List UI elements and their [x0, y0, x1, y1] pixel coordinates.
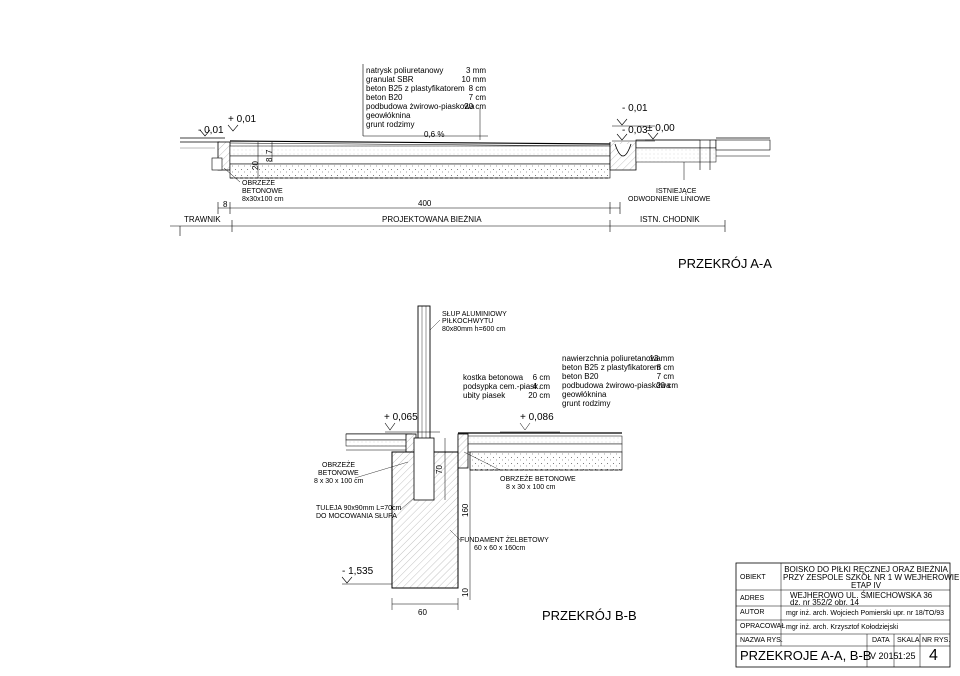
tb-skala-value: 1:25 [898, 651, 916, 661]
layer-a-name-1: natrysk poliuretanowy [366, 66, 444, 75]
tb-obiekt-value-3: ETAP IV [851, 581, 881, 590]
layer-a-name-4: beton B20 [366, 93, 403, 102]
tb-opracowal-value: mgr inż. arch. Krzysztof Kołodziejski [786, 624, 899, 631]
tb-nr-label: NR RYS. [922, 637, 951, 644]
section-a-drawing [170, 64, 771, 236]
post-line3: 80x80mm h=600 cm [442, 326, 506, 333]
curb-a-line1: OBRZEŻE [242, 180, 276, 187]
tb-nr-value: 4 [929, 647, 938, 664]
title-block-frame [735, 562, 951, 668]
paving-thick-2: 4 cm [532, 382, 550, 391]
existing-drain-line2: ODWODNIENIE LINIOWE [628, 196, 711, 203]
dim-a-7: 7 [265, 149, 274, 154]
tb-data-value: V 2015 [870, 651, 899, 661]
dim-a-8: 8 [265, 157, 274, 162]
surface-thick-2: 8 cm [656, 363, 674, 372]
sleeve-line1: TULEJA 90x90mm L=70cm [316, 505, 402, 512]
layer-a-thick-3: 8 cm [468, 84, 486, 93]
tb-adres-value-1: WEJHEROWO UL. ŚMIECHOWSKA 36 [790, 591, 933, 600]
layer-a-name-7: grunt rodzimy [366, 120, 415, 129]
dim-b-160: 160 [461, 503, 470, 517]
paving-thick-1: 6 cm [532, 373, 550, 382]
curb-b-left-line1: OBRZEŻE [322, 462, 356, 469]
level-a-right-b: - 0,03 [622, 125, 648, 136]
layer-a-thick-4: 7 cm [468, 93, 486, 102]
curb-a-line3: 8x30x100 cm [242, 196, 284, 203]
level-a-right-a: - 0,01 [622, 103, 648, 114]
surface-thick-3: 7 cm [656, 372, 674, 381]
level-b-left: + 0,065 [384, 412, 418, 423]
tb-nazwa-label: NAZWA RYS. [740, 637, 783, 644]
layer-a-name-2: granulat SBR [366, 75, 414, 84]
paving-name-3: ubity piasek [463, 391, 506, 400]
paving-thick-3: 20 cm [528, 391, 550, 400]
surface-thick-1: 13 mm [649, 354, 674, 363]
section-b-title: PRZEKRÓJ B-B [542, 608, 637, 623]
slope-label: 0,6 % [424, 130, 445, 139]
section-a-title: PRZEKRÓJ A-A [678, 256, 772, 271]
layer-a-thick-2: 10 mm [461, 75, 486, 84]
layer-a-name-3: beton B25 z plastyfikatorem [366, 84, 465, 93]
tb-data-label: DATA [872, 637, 890, 644]
zone-path: ISTN. CHODNIK [640, 215, 700, 224]
surface-name-3: beton B20 [562, 372, 599, 381]
surface-thick-4: 20 cm [656, 381, 678, 390]
surface-name-2: beton B25 z plastyfikatorem [562, 363, 661, 372]
tb-adres-value-2: dz. nr 352/2 obr. 14 [790, 598, 859, 607]
surface-name-4: podbudowa żwirowo-piaskowa [562, 381, 671, 390]
tb-obiekt-label: OBIEKT [740, 574, 766, 581]
surface-name-5: geowłóknina [562, 390, 607, 399]
layer-a-thick-5: 20 cm [464, 102, 486, 111]
tb-autor-value: mgr inż. arch. Wojciech Pomierski upr. n… [786, 610, 945, 617]
level-a-left-low: - 0,01 [198, 125, 224, 136]
curb-b-left-line3: 8 x 30 x 100 cm [314, 478, 364, 485]
dim-a-20: 20 [251, 161, 260, 170]
dim-b-70: 70 [435, 465, 444, 474]
curb-b-left-line2: BETONOWE [318, 470, 359, 477]
level-b-bottom: - 1,535 [342, 566, 374, 577]
level-a-right-zero: ± 0,00 [647, 123, 675, 134]
tb-nazwa-value: PRZEKROJE A-A, B-B [740, 648, 872, 663]
paving-name-2: podsypka cem.-piask. [463, 382, 541, 391]
level-a-left-high: + 0,01 [228, 114, 257, 125]
foundation-line1: FUNDAMENT ŻELBETOWY [460, 537, 549, 544]
section-b-drawing [341, 305, 623, 610]
curb-b-right-line2: 8 x 30 x 100 cm [506, 484, 556, 491]
curb-a-line2: BETONOWE [242, 188, 283, 195]
paving-name-1: kostka betonowa [463, 373, 524, 382]
sleeve-line2: DO MOCOWANIA SŁUPA [316, 513, 397, 520]
surface-name-6: grunt rodzimy [562, 399, 611, 408]
layer-a-name-6: geowłóknina [366, 111, 411, 120]
tb-obiekt-value-2: PRZY ZESPOLE SZKÓŁ NR 1 W WEJHEROWIE [783, 573, 960, 582]
dim-b-10: 10 [461, 588, 470, 597]
post-line2: PIŁKOCHWYTU [442, 318, 494, 325]
dim-b-60: 60 [418, 608, 427, 617]
existing-drain-line1: ISTNIEJĄCE [656, 188, 697, 195]
dim-a-400: 400 [418, 199, 432, 208]
level-b-right: + 0,086 [520, 412, 554, 423]
post-line1: SŁUP ALUMINIOWY [442, 311, 507, 318]
tb-adres-label: ADRES [740, 595, 765, 602]
foundation-line2: 60 x 60 x 160cm [474, 545, 526, 552]
layer-a-name-5: podbudowa żwirowo-piaskowa [366, 102, 475, 111]
curb-b-right-line1: OBRZEŻE BETONOWE [500, 476, 576, 483]
surface-name-1: nawierzchnia poliuretanowa [562, 354, 661, 363]
dim-a-8b: 8 [223, 200, 228, 209]
tb-skala-label: SKALA [897, 637, 920, 644]
zone-track: PROJEKTOWANA BIEŻNIA [382, 215, 482, 224]
tb-autor-label: AUTOR [740, 609, 765, 616]
tb-opracowal-label: OPRACOWAŁ [740, 623, 786, 630]
tb-obiekt-value-1: BOISKO DO PIŁKI RĘCZNEJ ORAZ BIEŻNIA [784, 565, 948, 574]
zone-lawn: TRAWNIK [184, 215, 221, 224]
layer-a-thick-1: 3 mm [466, 66, 486, 75]
